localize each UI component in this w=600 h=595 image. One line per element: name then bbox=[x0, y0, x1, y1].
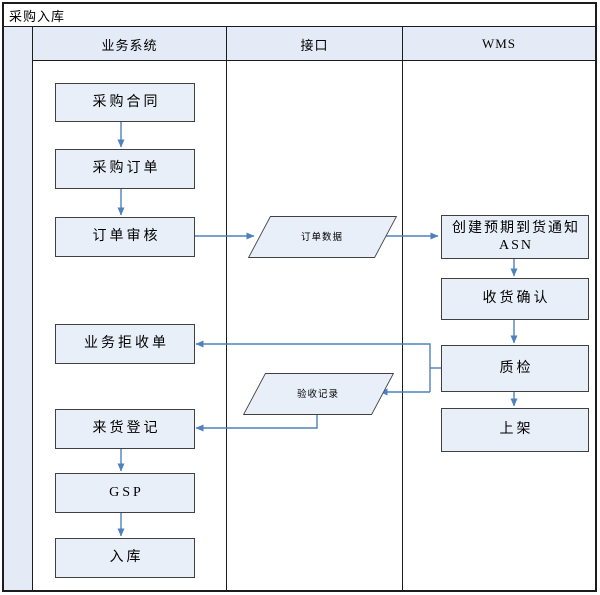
diagram-title-bar: 采购入库 bbox=[4, 4, 595, 27]
diagram-title: 采购入库 bbox=[9, 8, 66, 24]
node-order-review: 订单审核 bbox=[55, 217, 195, 257]
node-purchase-order: 采购订单 bbox=[55, 149, 195, 189]
node-quality-inspection: 质检 bbox=[441, 345, 589, 392]
node-business-rejection: 业务拒收单 bbox=[55, 324, 195, 364]
node-purchase-contract: 采购合同 bbox=[55, 83, 195, 122]
node-create-asn: 创建预期到货通知 ASN bbox=[441, 215, 589, 259]
lane-header-wms: WMS bbox=[481, 36, 517, 51]
node-order-data: 订单数据 bbox=[300, 233, 343, 243]
node-gsp: GSP bbox=[55, 473, 195, 513]
left-margin-column bbox=[4, 27, 33, 590]
node-shelving: 上架 bbox=[441, 408, 589, 452]
lane-divider bbox=[402, 27, 403, 590]
lane-header-interface: 接口 bbox=[300, 37, 329, 53]
lane-header-business-system: 业务系统 bbox=[101, 37, 158, 53]
node-arrival-registration: 来货登记 bbox=[55, 409, 195, 449]
lane-divider bbox=[226, 27, 227, 590]
node-warehouse-inbound: 入库 bbox=[55, 538, 195, 578]
node-receipt-confirmation: 收货确认 bbox=[441, 278, 589, 320]
lane-header-band bbox=[33, 27, 595, 61]
node-acceptance-record: 验收记录 bbox=[296, 390, 339, 400]
node-create-asn-line1: 创建预期到货通知 bbox=[452, 220, 580, 236]
node-create-asn-line2: ASN bbox=[498, 238, 533, 253]
